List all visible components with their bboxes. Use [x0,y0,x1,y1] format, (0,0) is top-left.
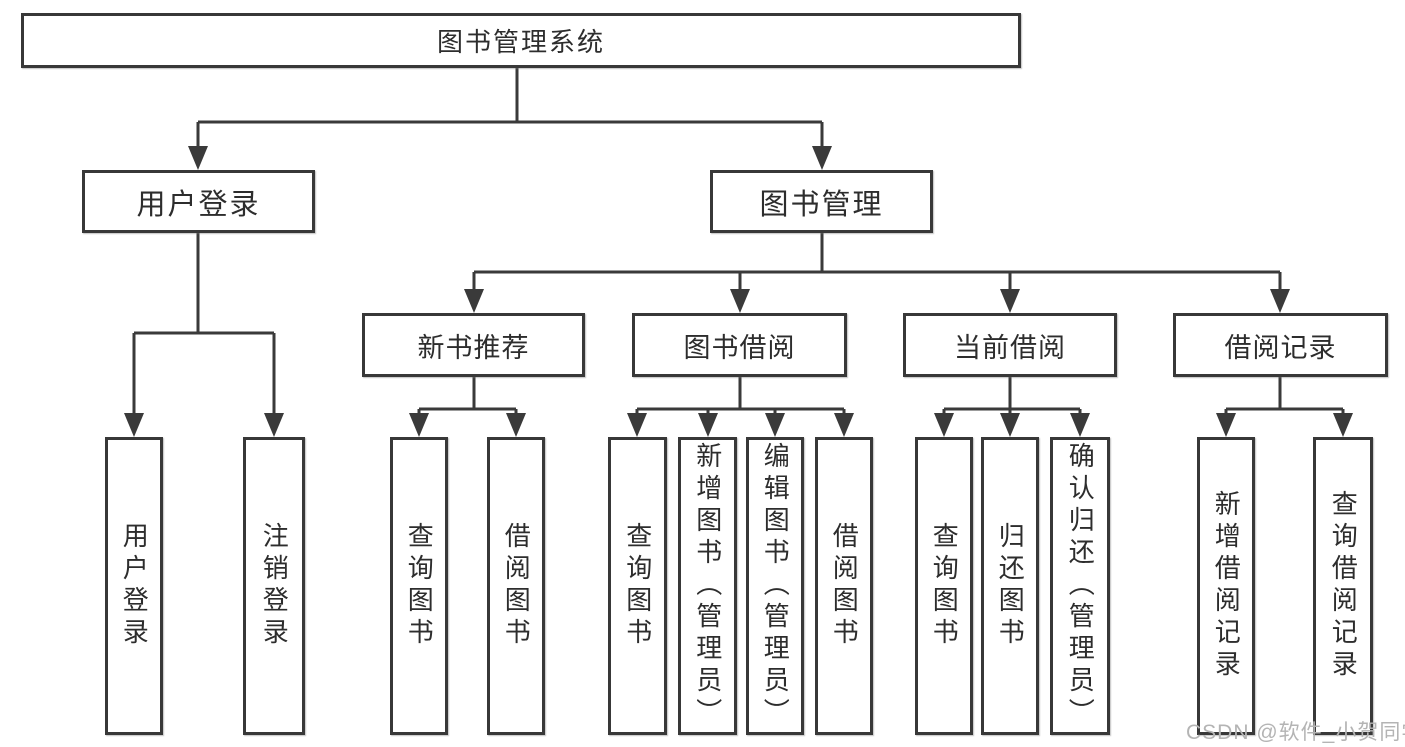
leaf-borrow-books-recommend: 借阅图书 [487,437,545,735]
leaf-return-books-label: 归还图书 [995,522,1026,650]
connector-borrowing-records-branch [1224,377,1345,427]
connector-root-branch [196,68,824,160]
node-user-login: 用户登录 [82,170,315,233]
arrowhead [730,289,750,313]
connector-book-management-branch [472,233,1282,303]
leaf-borrow-books-borrow: 借阅图书 [815,437,873,735]
arrowhead [1333,413,1353,437]
node-book-borrowing-label: 图书借阅 [683,332,796,363]
node-borrowing-records: 借阅记录 [1173,313,1388,377]
node-current-borrowing: 当前借阅 [903,313,1117,377]
arrowhead [1000,289,1020,313]
leaf-query-borrow-record: 查询借阅记录 [1313,437,1373,735]
node-borrowing-records-label: 借阅记录 [1224,332,1337,363]
leaf-borrow-books-recommend-label: 借阅图书 [501,522,532,650]
leaf-confirm-return-admin: 确认归还（管理员） [1050,437,1110,735]
arrowhead [1270,289,1290,313]
arrowhead [934,413,954,437]
node-user-login-label: 用户登录 [136,188,261,221]
leaf-query-books-recommend: 查询图书 [390,437,448,735]
node-new-book-recommendation-label: 新书推荐 [417,332,530,363]
leaf-user-login: 用户登录 [105,437,163,735]
connector-book-borrowing-branch [635,377,846,427]
leaf-query-books-recommend-label: 查询图书 [404,522,435,650]
node-current-borrowing-label: 当前借阅 [954,332,1066,363]
leaf-user-login-label: 用户登录 [119,522,150,650]
leaf-return-books: 归还图书 [981,437,1039,735]
arrowhead [627,413,647,437]
node-new-book-recommendation: 新书推荐 [362,313,585,377]
arrowhead [698,413,718,437]
leaf-borrow-books-borrow-label: 借阅图书 [829,522,860,650]
node-book-management-label: 图书管理 [759,188,884,221]
node-book-management: 图书管理 [710,170,933,233]
arrowhead [409,413,429,437]
leaf-add-borrow-record-label: 新增借阅记录 [1211,490,1242,682]
arrowhead [1070,413,1090,437]
leaf-confirm-return-admin-label: 确认归还（管理员） [1065,442,1096,730]
arrowhead [188,146,208,170]
arrowhead [464,289,484,313]
leaf-query-books-current: 查询图书 [915,437,973,735]
leaf-query-borrow-record-label: 查询借阅记录 [1328,490,1359,682]
leaf-query-books-borrow-label: 查询图书 [622,522,653,650]
node-library-system-label: 图书管理系统 [436,27,605,57]
leaf-add-books-admin-label: 新增图书（管理员） [692,442,723,730]
node-book-borrowing: 图书借阅 [632,313,847,377]
leaf-add-borrow-record: 新增借阅记录 [1197,437,1255,735]
connector-user-login-branch [132,233,276,427]
arrowhead [1000,413,1020,437]
arrowhead [264,413,284,437]
arrowhead [124,413,144,437]
node-library-system: 图书管理系统 [21,13,1021,68]
arrowhead [812,146,832,170]
arrowhead [506,413,526,437]
leaf-logout-login-label: 注销登录 [259,522,290,650]
arrowhead [1216,413,1236,437]
arrowhead [834,413,854,437]
leaf-query-books-current-label: 查询图书 [929,522,960,650]
leaf-query-books-borrow: 查询图书 [608,437,667,735]
csdn-watermark: CSDN @软件_小贺同学 [1186,721,1405,744]
leaf-edit-books-admin-label: 编辑图书（管理员） [760,442,791,730]
leaf-edit-books-admin: 编辑图书（管理员） [746,437,804,735]
leaf-add-books-admin: 新增图书（管理员） [678,437,737,735]
connector-new-book-branch [417,377,518,427]
leaf-logout-login: 注销登录 [243,437,305,735]
arrowhead [765,413,785,437]
